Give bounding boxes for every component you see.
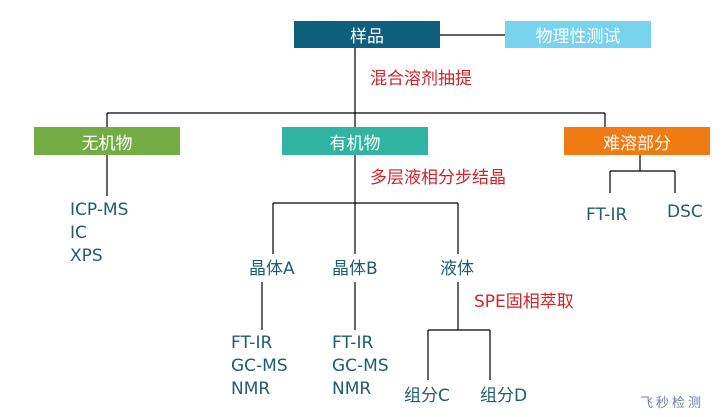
inorganic-box: 无机物	[34, 127, 180, 155]
method-item: GC-MS	[332, 356, 389, 376]
insoluble-method-dsc: DSC	[667, 202, 703, 222]
insoluble-method-ftir: FT-IR	[586, 205, 628, 225]
method-item: ICP-MS	[70, 200, 129, 220]
crystal-a-method-list: FT-IR GC-MS NMR	[231, 332, 288, 401]
method-item: NMR	[332, 379, 372, 399]
organic-label: 有机物	[329, 133, 381, 154]
physical-test-label: 物理性测试	[535, 27, 621, 47]
method-item: IC	[70, 223, 87, 243]
sample-box: 样品	[294, 21, 440, 48]
crystal-a-label: 晶体A	[249, 259, 295, 279]
insoluble-label: 难溶部分	[603, 133, 671, 154]
physical-test-box: 物理性测试	[505, 21, 651, 48]
liquid-label: 液体	[440, 259, 474, 279]
sample-label: 样品	[350, 27, 384, 47]
step-spe: SPE固相萃取	[474, 292, 574, 312]
step-multilayer-crystallization: 多层液相分步结晶	[370, 168, 506, 188]
method-item: NMR	[231, 379, 271, 399]
crystal-b-method-list: FT-IR GC-MS NMR	[332, 332, 389, 401]
component-d-label: 组分D	[480, 386, 528, 406]
method-item: XPS	[70, 246, 103, 266]
crystal-b-label: 晶体B	[332, 259, 378, 279]
method-item: GC-MS	[231, 356, 288, 376]
component-c-label: 组分C	[404, 386, 450, 406]
method-item: FT-IR	[332, 333, 374, 353]
inorganic-label: 无机物	[81, 133, 133, 154]
watermark-text: 飞秒检测	[640, 396, 705, 411]
step-mixed-solvent-extraction: 混合溶剂抽提	[370, 69, 472, 89]
organic-box: 有机物	[282, 127, 428, 155]
method-item: FT-IR	[231, 333, 273, 353]
inorganic-method-list: ICP-MS IC XPS	[70, 199, 128, 268]
insoluble-box: 难溶部分	[564, 127, 710, 155]
